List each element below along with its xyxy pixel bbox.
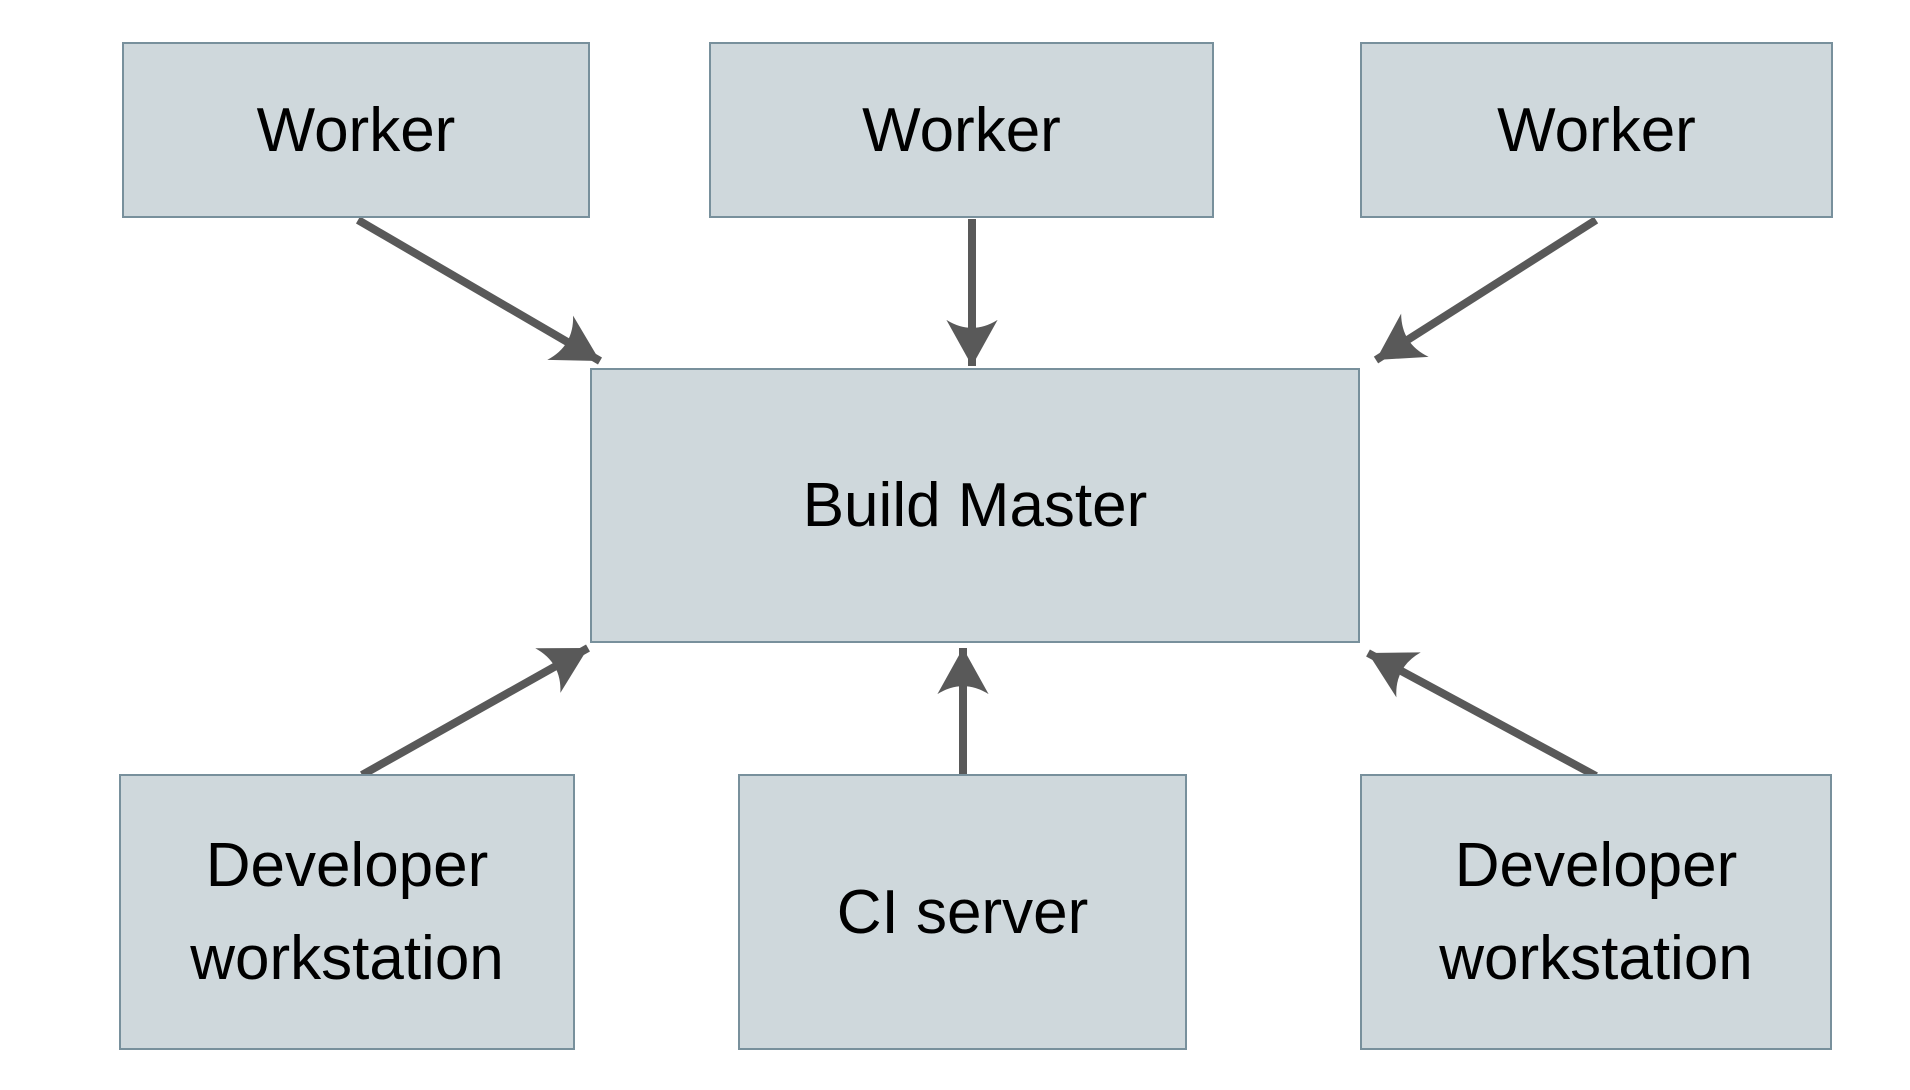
node-build-master-label: Build Master — [802, 471, 1148, 540]
node-developer-workstation-1-label: Developer workstation — [190, 831, 504, 993]
arrow-worker-1-to-build-master — [355, 216, 603, 365]
arrow-developer-workstation-1-to-build-master — [360, 644, 590, 779]
node-developer-workstation-2: Developer workstation — [1360, 774, 1832, 1050]
node-ci-server: CI server — [738, 774, 1187, 1050]
node-worker-3-label: Worker — [1497, 95, 1696, 165]
node-build-master: Build Master — [590, 368, 1360, 643]
node-developer-workstation-2-label: Developer workstation — [1439, 831, 1753, 993]
arrow-developer-workstation-2-to-build-master — [1366, 649, 1598, 780]
arrow-worker-3-to-build-master — [1373, 216, 1599, 364]
node-worker-1: Worker — [122, 42, 590, 218]
node-worker-3: Worker — [1360, 42, 1833, 218]
node-developer-workstation-1: Developer workstation — [119, 774, 575, 1050]
node-worker-1-label: Worker — [256, 95, 456, 165]
node-ci-server-label: CI server — [836, 877, 1089, 947]
node-worker-2-label: Worker — [862, 95, 1061, 165]
node-worker-2: Worker — [709, 42, 1214, 218]
